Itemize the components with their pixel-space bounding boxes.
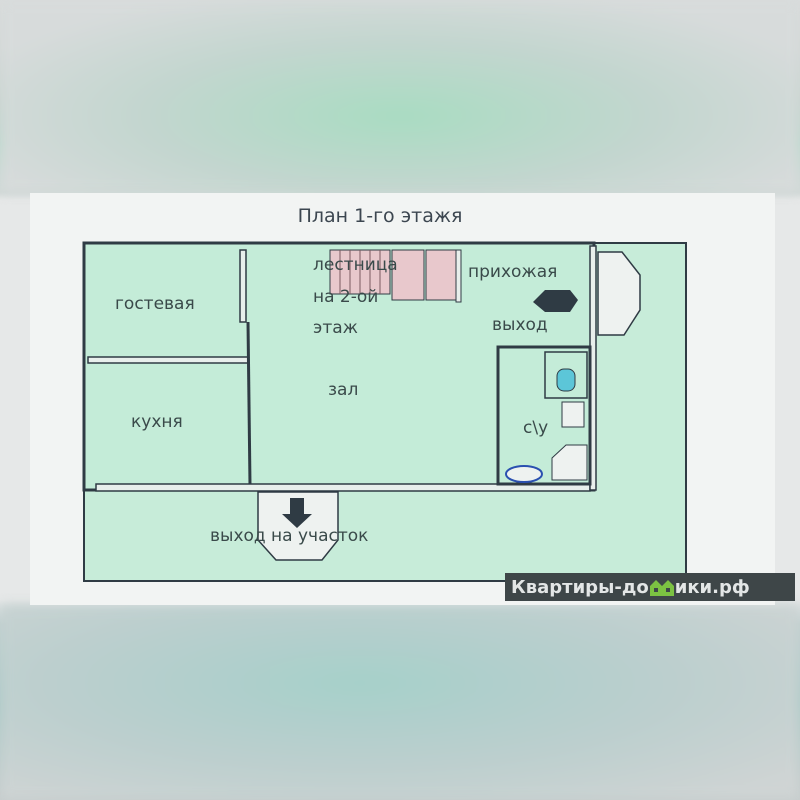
plan-title: План 1-го этажя [297, 205, 463, 227]
room-label-guest: гостевая [115, 294, 195, 314]
toilet-icon [556, 368, 576, 392]
exit-label: выход [492, 315, 548, 335]
blurred-background-bottom [0, 605, 800, 800]
wall-left-rooms-lower [246, 321, 252, 486]
room-label-kitchen: кухня [131, 412, 183, 432]
wall-guest-kitchen [87, 356, 249, 364]
shower-icon [551, 444, 588, 481]
entry-porch [597, 251, 641, 336]
watermark-logo: Квартиры-до ики.рф [505, 573, 795, 601]
house-icon [649, 580, 674, 596]
exit-arrow-icon [533, 290, 578, 312]
watermark-prefix: Квартиры-до [511, 576, 649, 598]
stairs-label-2: на 2-ой [313, 287, 379, 307]
bathtub-icon [505, 465, 543, 483]
blurred-background-top [0, 0, 800, 193]
yard-exit-label: выход на участок [210, 526, 369, 546]
room-label-hall: зал [328, 380, 359, 400]
wall-left-rooms [239, 249, 247, 323]
yard-exit-arrow-icon [282, 498, 312, 528]
sink-icon [561, 401, 585, 428]
stairs [329, 249, 462, 303]
stairs-label-1: лестница [313, 255, 398, 275]
stairs-label-3: этаж [313, 318, 358, 338]
room-label-entry: прихожая [468, 262, 558, 282]
room-label-bathroom: с\у [523, 418, 549, 438]
watermark-suffix: ики.рф [674, 576, 750, 598]
